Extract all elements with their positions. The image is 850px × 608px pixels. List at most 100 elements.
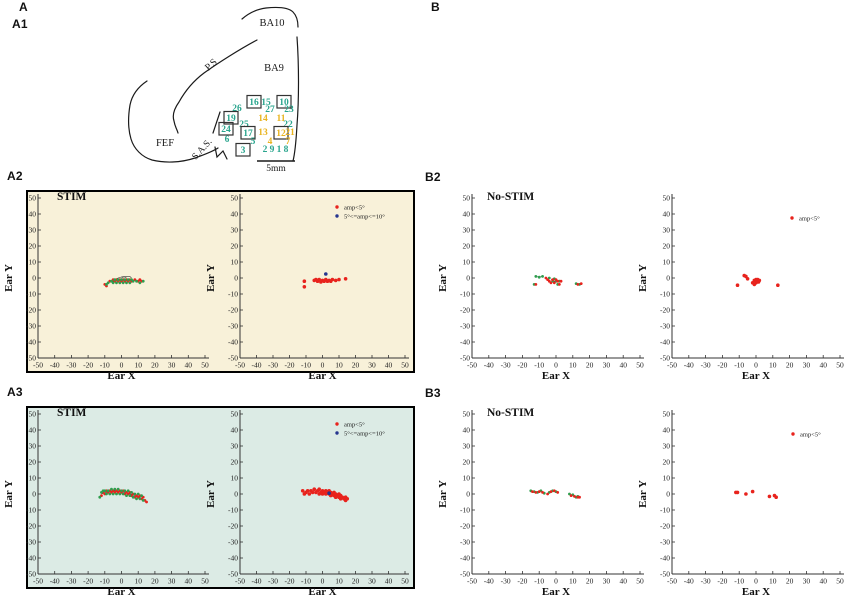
x-tick-label: -40: [484, 577, 494, 586]
data-point: [568, 492, 571, 496]
x-tick-label: -10: [734, 577, 744, 586]
y-tick-label: -50: [660, 570, 670, 579]
y-tick-label: 50: [463, 194, 471, 203]
legend-label: amp<5°: [799, 215, 820, 222]
data-point: [551, 489, 555, 493]
outline-arcuate: [128, 80, 219, 163]
site-number-1: 1: [277, 145, 282, 155]
y-tick-label: -10: [460, 506, 470, 515]
data-point: [544, 276, 548, 280]
y-tick-label: -40: [660, 554, 670, 563]
x-tick-label: 20: [786, 577, 794, 586]
site-number-17: 17: [243, 129, 253, 139]
site-number-26: 26: [232, 104, 242, 114]
y-axis-label: Ear Y: [437, 480, 449, 508]
outline-principal-sulcus: [172, 39, 258, 134]
x-axis-label: Ear X: [742, 370, 770, 382]
data-point: [576, 283, 580, 286]
y-tick-label: -30: [460, 322, 470, 331]
y-tick-label: 10: [463, 258, 471, 267]
x-tick-label: 20: [586, 361, 594, 370]
y-tick-label: -30: [660, 322, 670, 331]
trajectory-segment: [550, 279, 558, 283]
site-number-24: 24: [221, 125, 231, 135]
y-tick-label: -50: [460, 570, 470, 579]
data-point: [557, 283, 561, 286]
condition-title-a2: STIM: [57, 191, 87, 203]
data-point: [546, 492, 549, 496]
x-tick-label: 20: [586, 577, 594, 586]
y-tick-label: 40: [663, 426, 671, 435]
outline-sas-zigzag: [214, 146, 228, 160]
plot-b2-left: -50-50-40-40-30-30-20-20-10-100010102020…: [437, 194, 644, 382]
data-point: [532, 283, 536, 286]
panel-label-a2: A2: [7, 169, 23, 183]
x-tick-label: 10: [569, 577, 577, 586]
data-point: [551, 279, 555, 283]
site-number-7: 7: [286, 137, 291, 147]
x-tick-label: 50: [636, 361, 644, 370]
data-point: [534, 275, 538, 278]
data-point: [537, 490, 541, 493]
y-tick-label: 20: [463, 458, 471, 467]
y-tick-label: 0: [666, 274, 670, 283]
site-number-15: 15: [261, 98, 271, 108]
data-point: [552, 277, 556, 281]
site-number-5: 5: [251, 137, 256, 147]
y-tick-label: 40: [663, 210, 671, 219]
x-tick-label: 30: [803, 577, 811, 586]
data-point: [776, 283, 780, 288]
x-tick-label: 20: [786, 361, 794, 370]
data-point: [547, 279, 551, 283]
x-tick-label: 0: [554, 361, 558, 370]
data-point: [767, 494, 772, 499]
y-tick-label: 0: [466, 490, 470, 499]
site-number-22: 22: [283, 120, 293, 130]
x-tick-label: -30: [701, 577, 711, 586]
data-point: [772, 493, 777, 498]
x-tick-label: 30: [603, 577, 611, 586]
y-tick-label: 10: [663, 258, 671, 267]
site-number-6: 6: [225, 135, 230, 145]
site-number-21: 21: [285, 128, 295, 138]
scale-bar-label: 5mm: [266, 164, 286, 172]
x-tick-label: 50: [836, 577, 844, 586]
y-tick-label: -30: [660, 538, 670, 547]
y-tick-label: -40: [660, 338, 670, 347]
data-point: [547, 276, 551, 280]
condition-title-a3: STIM: [57, 407, 87, 419]
data-point: [573, 495, 576, 498]
y-tick-label: -50: [660, 354, 670, 363]
data-point: [556, 491, 560, 494]
y-tick-label: 0: [666, 490, 670, 499]
data-point: [541, 275, 544, 278]
data-point: [537, 275, 541, 279]
x-tick-label: 30: [803, 361, 811, 370]
x-axis-label: Ear X: [742, 586, 770, 598]
site-number-13: 13: [258, 128, 268, 138]
y-tick-label: 20: [463, 242, 471, 251]
data-point: [735, 283, 740, 288]
x-tick-label: -10: [734, 361, 744, 370]
x-tick-label: 0: [554, 577, 558, 586]
data-point: [549, 490, 553, 493]
panel-label-b2: B2: [425, 170, 441, 184]
x-tick-label: 10: [769, 361, 777, 370]
region-label-sas: S.A.S.: [191, 137, 215, 162]
data-point: [576, 495, 580, 499]
y-tick-label: -30: [460, 538, 470, 547]
x-tick-label: 30: [603, 361, 611, 370]
panel-label-a: A: [19, 0, 28, 14]
data-point: [554, 278, 558, 281]
data-point: [774, 495, 778, 500]
data-point: [578, 283, 581, 286]
y-tick-label: -40: [460, 554, 470, 563]
site-number-9: 9: [270, 145, 275, 155]
data-point: [734, 490, 738, 495]
y-tick-label: 30: [463, 226, 471, 235]
data-point: [754, 281, 758, 285]
y-tick-label: 10: [463, 474, 471, 483]
plot-b3-right: -50-50-40-40-30-30-20-20-10-100010102020…: [637, 410, 844, 598]
site-box-17: [240, 125, 256, 140]
